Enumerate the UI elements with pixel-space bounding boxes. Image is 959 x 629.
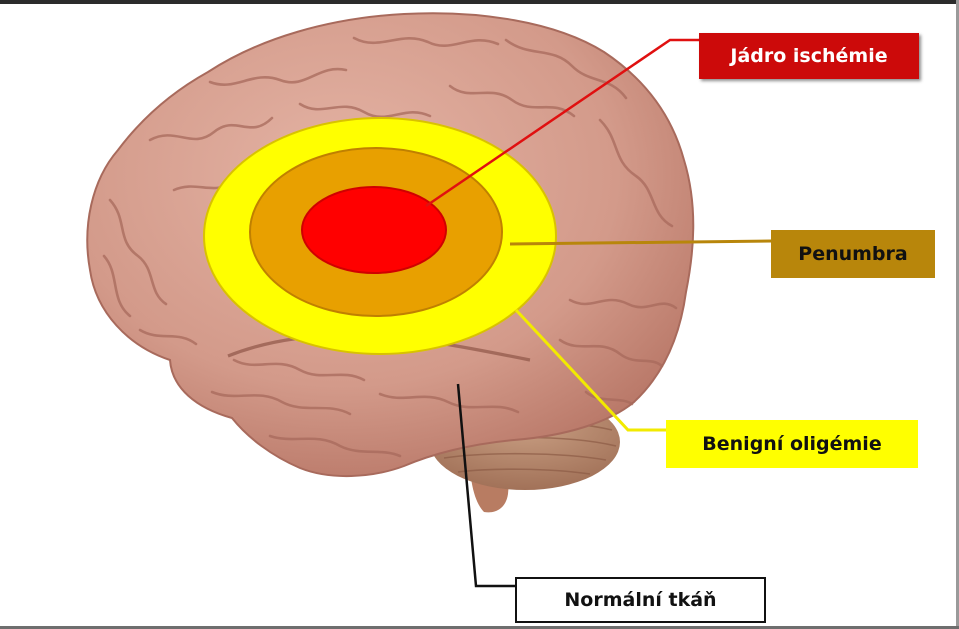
brain-folds — [102, 36, 678, 458]
top-border-rule — [0, 0, 959, 4]
penumbra-leader-line — [509, 239, 773, 246]
ischemic-core-label: Jádro ischémie — [699, 33, 919, 79]
core-leader-line — [425, 38, 700, 208]
normal-tissue-label: Normální tkáň — [515, 577, 766, 623]
bottom-border-rule — [0, 626, 959, 629]
benign-oligemia-label: Benigní oligémie — [666, 420, 918, 468]
oligemia-leader-line — [514, 308, 667, 432]
normal-tissue-leader-line — [456, 383, 516, 588]
ischemic-core-zone — [301, 186, 447, 274]
right-border-rule — [956, 0, 959, 629]
penumbra-label: Penumbra — [771, 230, 935, 278]
